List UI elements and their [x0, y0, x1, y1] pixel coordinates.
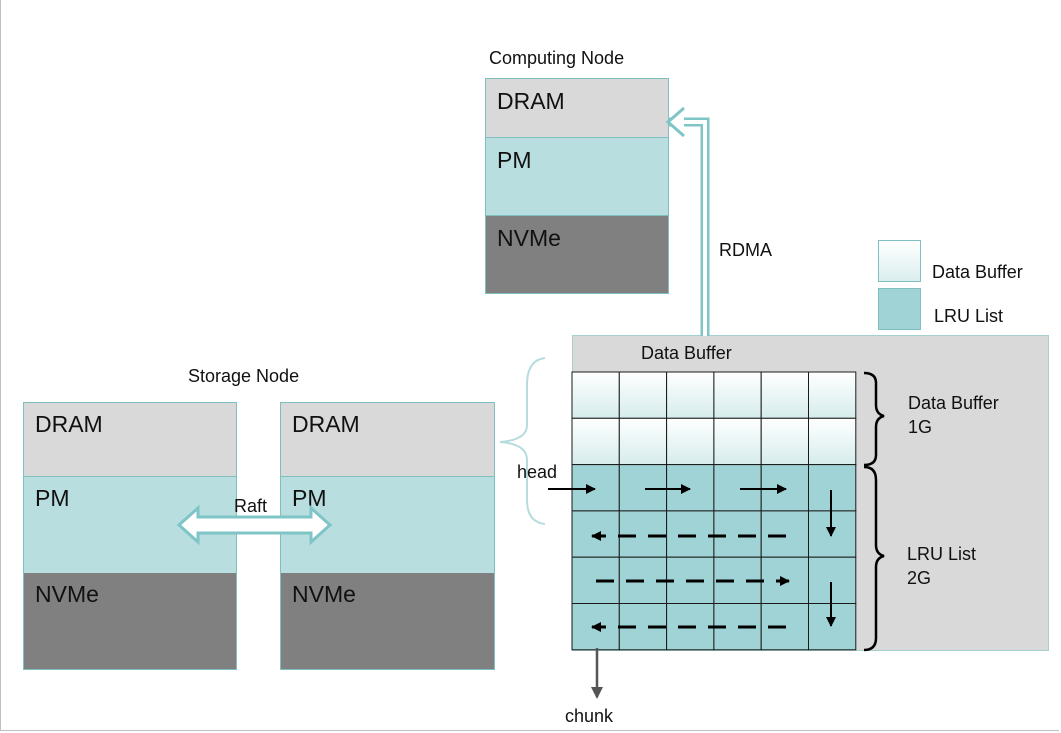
- lru-list-cell: [713, 464, 762, 512]
- data-buffer-cell: [666, 371, 715, 419]
- computing-dram-layer: DRAM: [486, 79, 668, 138]
- lru-list-cell: [666, 464, 715, 512]
- storage-right-nvme-label: NVMe: [292, 581, 356, 607]
- lru-list-cell: [760, 510, 810, 558]
- chunk-label: chunk: [565, 706, 614, 726]
- storage-node-right-box: DRAM PM NVMe: [280, 402, 495, 670]
- data-buffer-cell: [713, 417, 762, 466]
- lru-list-cell: [808, 603, 857, 651]
- computing-node-title: Computing Node: [489, 48, 625, 68]
- storage-left-nvme-label: NVMe: [35, 581, 99, 607]
- lru-list-cell: [808, 464, 857, 512]
- lru-list-cell: [760, 464, 810, 512]
- lru-list-cell: [808, 556, 857, 605]
- lru-flow-arrows: [591, 484, 836, 632]
- data-buffer-cell: [760, 371, 810, 419]
- lru-list-cell: [618, 464, 668, 512]
- computing-nvme-layer: NVMe: [486, 216, 668, 293]
- computing-pm-label: PM: [497, 147, 532, 173]
- brace-lru-line1: LRU List: [907, 544, 977, 564]
- storage-left-dram-layer: DRAM: [24, 403, 236, 477]
- legend-data-buffer-swatch: [878, 240, 921, 282]
- lru-list-cell: [618, 510, 668, 558]
- storage-to-buffer-brace: [499, 357, 546, 525]
- computing-pm-layer: PM: [486, 138, 668, 216]
- data-buffer-cell: [666, 417, 715, 466]
- computing-nvme-label: NVMe: [497, 225, 561, 251]
- data-buffer-cell: [808, 417, 857, 466]
- storage-node-left-box: DRAM PM NVMe: [23, 402, 237, 670]
- data-buffer-cell: [760, 417, 810, 466]
- brace-buffer-line2: 1G: [908, 417, 933, 437]
- data-buffer-cell: [808, 371, 857, 419]
- raft-label: Raft: [234, 496, 268, 516]
- data-buffer-cell: [618, 371, 668, 419]
- data-buffer-cell: [618, 417, 668, 466]
- computing-dram-label: DRAM: [497, 88, 565, 114]
- brace-lru-line2: 2G: [907, 568, 932, 588]
- data-buffer-cell: [571, 417, 620, 466]
- lru-list-cell: [571, 510, 620, 558]
- legend-data-buffer-label: Data Buffer: [932, 262, 1023, 282]
- lru-list-cell: [713, 510, 762, 558]
- buffer-panel-title: Data Buffer: [641, 343, 732, 363]
- computing-node-box: DRAM PM NVMe: [485, 78, 669, 294]
- rdma-arrow: [665, 106, 710, 336]
- lru-list-cell: [666, 510, 715, 558]
- storage-right-nvme-layer: NVMe: [281, 573, 494, 669]
- rdma-label: RDMA: [719, 240, 772, 260]
- brace-buffer-line1: Data Buffer: [908, 393, 999, 413]
- data-buffer-cell: [571, 371, 620, 419]
- legend-lru-list-label: LRU List: [934, 306, 1004, 326]
- lru-list-cell: [571, 464, 620, 512]
- head-label: head: [517, 462, 558, 482]
- storage-right-pm-label: PM: [292, 485, 327, 511]
- buffer-brace: [863, 371, 885, 467]
- lru-brace: [863, 465, 885, 652]
- storage-left-pm-label: PM: [35, 485, 70, 511]
- storage-left-nvme-layer: NVMe: [24, 573, 236, 669]
- buffer-grid: [571, 371, 857, 651]
- lru-list-cell: [808, 510, 857, 558]
- legend-lru-list-swatch: [878, 288, 921, 330]
- storage-right-dram-layer: DRAM: [281, 403, 494, 477]
- storage-right-dram-label: DRAM: [292, 411, 360, 437]
- data-buffer-cell: [713, 371, 762, 419]
- storage-node-title: Storage Node: [188, 366, 300, 386]
- raft-arrow: [176, 504, 333, 546]
- storage-left-dram-label: DRAM: [35, 411, 103, 437]
